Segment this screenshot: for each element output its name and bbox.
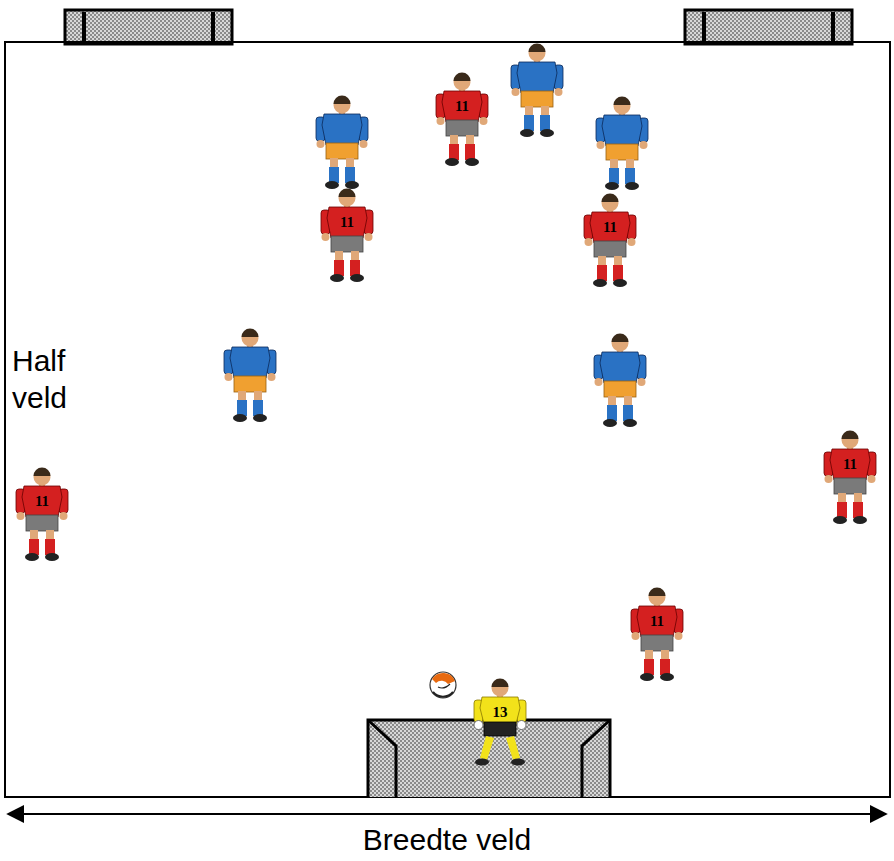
red-player [16, 468, 68, 562]
red-player [631, 588, 683, 682]
small-goal [65, 10, 232, 44]
blue-player [224, 329, 276, 423]
jersey-number: 11 [650, 614, 664, 629]
jersey-number: 13 [493, 705, 508, 720]
width-arrow [8, 813, 886, 815]
red-player [436, 73, 488, 167]
side-label: Half veld [12, 343, 90, 416]
ball [430, 672, 456, 698]
red-player [321, 189, 373, 283]
jersey-number: 11 [340, 215, 354, 230]
jersey-number: 11 [455, 99, 469, 114]
jersey-number: 11 [35, 494, 49, 509]
red-player [584, 194, 636, 288]
blue-player [316, 96, 368, 190]
blue-player [511, 44, 563, 138]
goalkeeper [474, 679, 526, 766]
blue-player [594, 334, 646, 428]
jersey-number: 11 [843, 457, 857, 472]
field-outline [5, 42, 890, 797]
jersey-number: 11 [603, 220, 617, 235]
red-player [824, 431, 876, 525]
small-goal [685, 10, 852, 44]
blue-player [596, 97, 648, 191]
width-label: Breedte veld [0, 822, 894, 859]
